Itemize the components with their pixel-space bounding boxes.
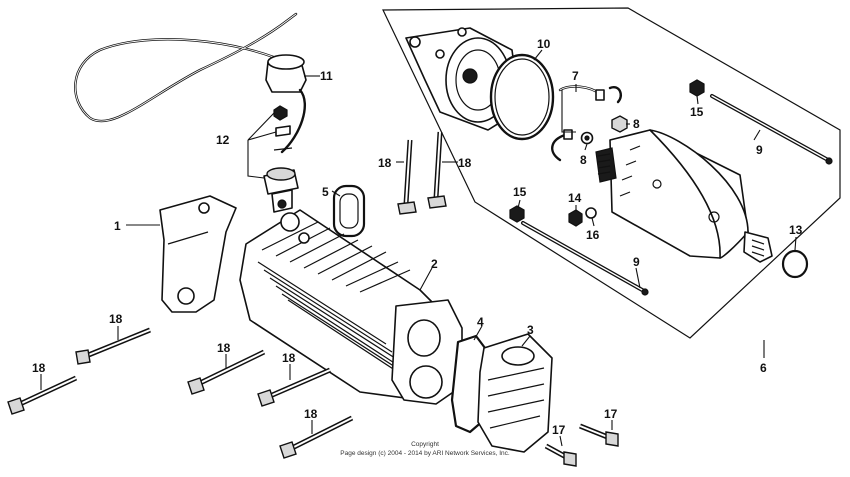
callout-2: 2 [431,257,438,271]
nut-8a[interactable] [611,115,628,133]
callout-15a: 15 [690,105,704,119]
callout-8a: 8 [633,117,640,131]
switch-boot-11[interactable] [265,54,307,154]
callout-18e: 18 [217,341,231,355]
callout-15b: 15 [513,185,527,199]
callout-6: 6 [760,361,767,375]
copyright-line-1: Copyright [411,441,439,448]
bolt-18-bottom[interactable] [279,415,354,459]
fastener-set-12[interactable] [273,105,293,151]
callout-18g: 18 [304,407,318,421]
callout-3: 3 [527,323,534,337]
callout-18d: 18 [32,361,46,375]
callout-1: 1 [114,219,121,233]
cover-3[interactable] [477,333,553,453]
callout-18b: 18 [458,156,472,170]
callout-4: 4 [477,315,484,329]
bolt-18-upper-right[interactable] [427,131,447,209]
callout-9a: 9 [756,143,763,157]
bolt-18-center[interactable] [257,367,331,407]
callout-11: 11 [320,69,333,83]
pressure-switch[interactable] [263,167,299,213]
callout-17a: 17 [604,407,618,421]
terminal-set-7[interactable] [551,85,622,162]
copyright-line-2: Page design (c) 2004 - 2014 by ARI Netwo… [340,450,510,457]
nut-15-upper[interactable] [689,79,705,97]
bolt-17-lower[interactable] [544,443,577,467]
long-bolt-9-lower[interactable] [521,221,649,296]
callout-13: 13 [789,223,803,237]
long-bolt-9-upper[interactable] [710,94,833,165]
callout-9b: 9 [633,255,640,269]
starter-cable[interactable] [74,12,298,123]
bolt-18-bracket[interactable] [75,327,151,365]
o-ring-10[interactable] [489,53,555,141]
gasket-5[interactable] [332,184,366,238]
bolt-17-right[interactable] [579,423,619,447]
callout-labels: 1 2 3 4 5 6 7 8 8 9 9 10 11 12 13 14 15 … [32,37,803,437]
o-ring-13[interactable] [781,249,809,279]
washer-8b[interactable] [580,131,594,145]
leader-lines [40,49,797,447]
callout-10: 10 [537,37,551,51]
nut-14[interactable] [568,209,583,227]
callout-5: 5 [322,185,329,199]
starter-assembly-boundary [382,7,841,339]
washer-16[interactable] [585,207,597,219]
callout-16: 16 [586,228,600,242]
bolt-18-far-left[interactable] [7,375,78,415]
callout-8b: 8 [580,153,587,167]
callout-12: 12 [216,133,230,147]
callout-18f: 18 [282,351,296,365]
callout-14: 14 [568,191,582,205]
o-ring-10-inner [494,58,550,136]
bolt-18-upper-left[interactable] [397,139,417,215]
bolt-18-center-left[interactable] [187,349,266,395]
callout-7: 7 [572,69,579,83]
starter-motor[interactable] [595,129,773,263]
callout-18a: 18 [378,156,392,170]
finned-body-2[interactable] [239,209,463,405]
nut-15-lower[interactable] [509,205,525,223]
bracket-1[interactable] [159,195,237,313]
callout-18c: 18 [109,312,123,326]
callout-17b: 17 [552,423,566,437]
